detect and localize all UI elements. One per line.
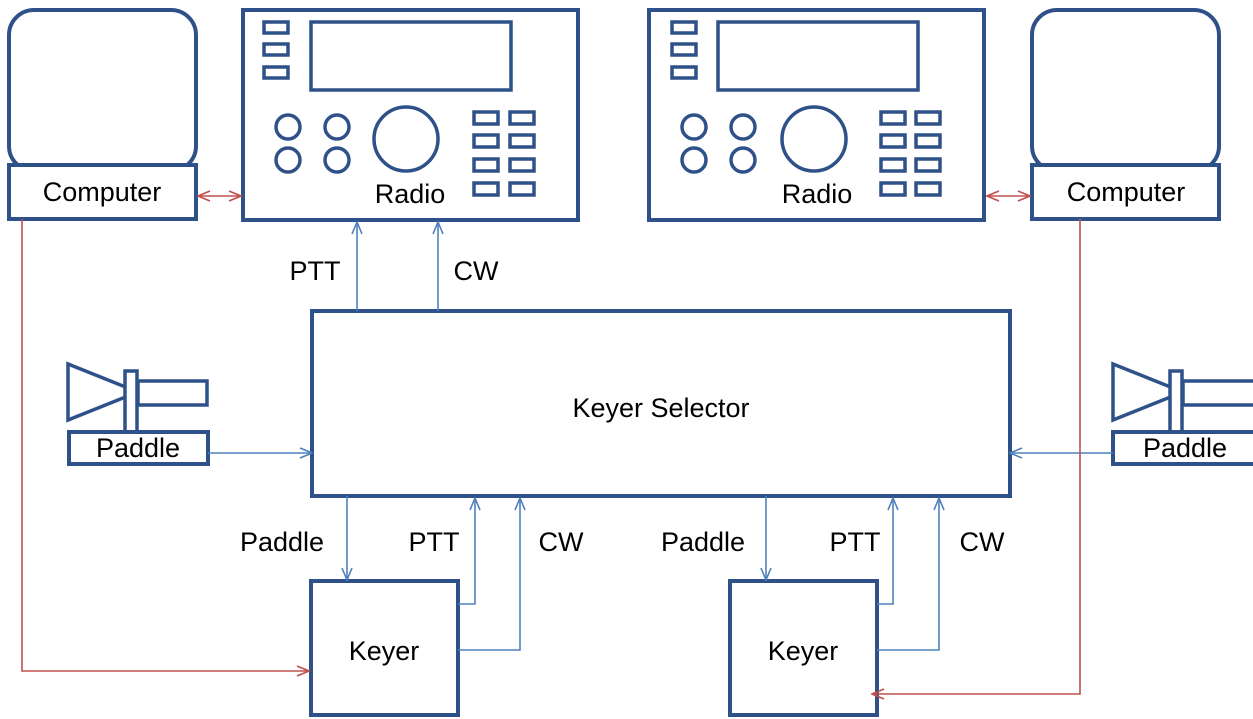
radio-right-key-icon: [879, 157, 907, 173]
radio-right-knob-icon: [680, 146, 708, 174]
ptt-label-right: PTT: [830, 527, 881, 557]
radio-left-key-icon: [472, 181, 500, 197]
monitor-left-icon: [7, 8, 198, 173]
radio-left-button-icon: [262, 20, 290, 35]
radio-right: Radio: [647, 8, 986, 222]
paddle-right-triangle-icon: [1111, 361, 1188, 423]
ptt-line-left: [458, 498, 475, 605]
keyer-right-box: [728, 579, 879, 717]
radio-left-knob-icon: [274, 146, 302, 174]
paddle-right-box: [1111, 430, 1253, 466]
radio-left-key-icon: [472, 133, 500, 149]
paddle-right-label: Paddle: [1143, 433, 1227, 463]
radio-left-label: Radio: [375, 179, 446, 209]
paddle-right: Paddle: [1111, 361, 1253, 466]
paddle-right-post-icon: [1168, 369, 1184, 434]
radio-left-key-icon: [472, 110, 500, 126]
keyer-right-label: Keyer: [768, 636, 839, 666]
paddle-left-lever-icon: [136, 379, 209, 407]
radio-right-key-icon: [879, 110, 907, 126]
radio-left-key-icon: [472, 157, 500, 173]
computer-keyer-left-line: [21, 219, 309, 671]
radio-right-button-icon: [670, 65, 698, 80]
radio-right-key-icon: [914, 133, 942, 149]
computer-left-label: Computer: [43, 177, 162, 207]
radio-left-key-icon: [508, 181, 536, 197]
keyer-left: Keyer: [309, 579, 460, 717]
paddle-left-triangle-icon: [66, 361, 143, 423]
radio-right-knob-icon: [729, 113, 757, 141]
radio-left-knob-icon: [274, 113, 302, 141]
paddle-left-box: [67, 430, 210, 466]
cw-label-top: CW: [454, 256, 499, 286]
radio-left-knob-icon: [323, 146, 351, 174]
radio-right-display: [716, 20, 920, 92]
keyer-left-box: [309, 579, 460, 717]
radio-left-display: [309, 20, 513, 92]
radio-left-key-icon: [508, 157, 536, 173]
radio-right-knob-icon: [729, 146, 757, 174]
paddle-left-label: Paddle: [96, 433, 180, 463]
radio-right-button-icon: [670, 20, 698, 35]
ptt-label-top: PTT: [290, 256, 341, 286]
paddle-left-post-icon: [123, 369, 139, 434]
computer-lines: [21, 196, 1081, 694]
signal-lines: [208, 222, 1113, 651]
radio-right-key-icon: [914, 110, 942, 126]
paddle-right-lever-icon: [1181, 379, 1253, 407]
ptt-label-left: PTT: [409, 527, 460, 557]
radio-right-knob-icon: [680, 113, 708, 141]
radio-right-key-icon: [879, 133, 907, 149]
monitor-right-icon: [1030, 8, 1221, 173]
radio-left-dial-icon: [372, 105, 440, 173]
computer-right-label: Computer: [1067, 177, 1186, 207]
radio-right-button-icon: [670, 42, 698, 57]
computer-right-box: [1030, 163, 1221, 221]
keyer-selector-label: Keyer Selector: [572, 393, 749, 423]
radio-right-key-icon: [914, 181, 942, 197]
paddle-line-label-right: Paddle: [661, 527, 745, 557]
radio-right-dial-icon: [780, 105, 848, 173]
computer-left: Computer: [7, 8, 198, 221]
keyer-right: Keyer: [728, 579, 879, 717]
keyer-selector-box: [310, 309, 1012, 498]
computer-right: Computer: [1030, 8, 1221, 221]
radio-left-button-icon: [262, 65, 290, 80]
radio-right-label: Radio: [782, 179, 853, 209]
radio-left-knob-icon: [323, 113, 351, 141]
radio-left-button-icon: [262, 42, 290, 57]
cw-line-left: [458, 498, 520, 651]
radio-left-key-icon: [508, 110, 536, 126]
paddle-left: Paddle: [66, 361, 210, 466]
ptt-line-right: [877, 498, 893, 605]
computer-keyer-right-line: [872, 219, 1081, 694]
keyer-left-label: Keyer: [349, 636, 420, 666]
paddle-line-label-left: Paddle: [240, 527, 324, 557]
keyer-selector: Keyer Selector: [310, 309, 1012, 498]
cw-label-right: CW: [960, 527, 1005, 557]
radio-right-key-icon: [914, 157, 942, 173]
radio-right-key-icon: [879, 181, 907, 197]
radio-left-key-icon: [508, 133, 536, 149]
radio-left: Radio: [241, 8, 580, 222]
computer-left-box: [7, 163, 198, 221]
cw-label-left: CW: [539, 527, 584, 557]
cw-line-right: [877, 498, 939, 651]
